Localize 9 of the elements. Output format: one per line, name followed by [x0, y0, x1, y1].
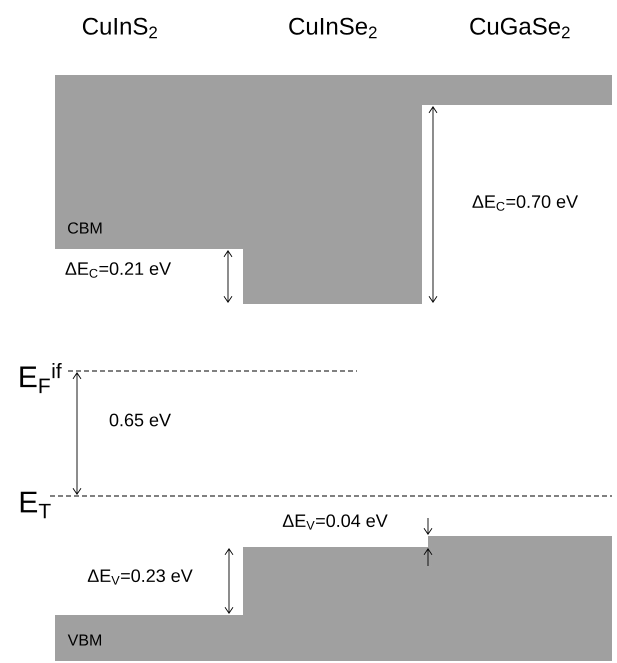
energy-level-label: E$_{F}$if [20, 362, 62, 394]
offset-label: ΔE$_{C}$=0.21 eV [65, 262, 171, 278]
material-name: CuGaSe$_{2}$ [470, 18, 570, 38]
material-name: CuInS$_{2}$ [82, 18, 157, 38]
offset-label: 0.65 eV [110, 414, 171, 426]
offset-label: ΔE$_{V}$=0.23 eV [88, 569, 193, 585]
offset-label: ΔE$_{C}$=0.70 eV [472, 195, 578, 211]
material-name: CuInSe$_{2}$ [289, 18, 377, 38]
energy-level-label: E$_{T}$ [20, 492, 51, 518]
